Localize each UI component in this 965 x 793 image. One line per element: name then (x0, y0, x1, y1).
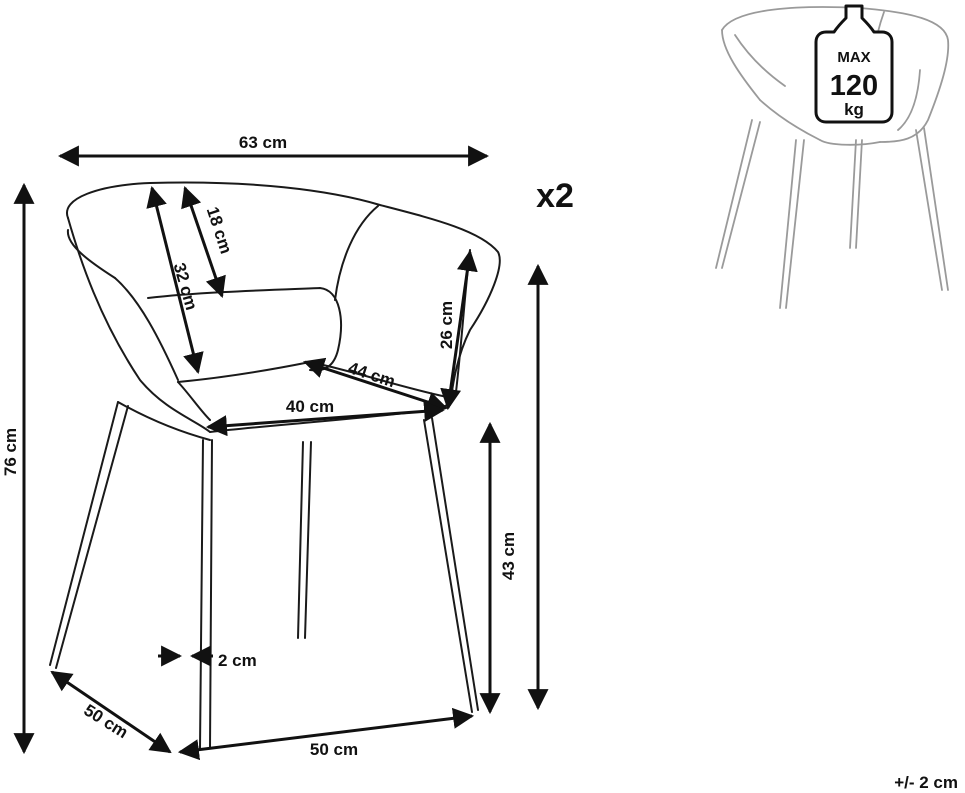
chair-shell-inner-rim (66, 229, 116, 279)
chair-leg-front-left (199, 439, 213, 749)
chair-shell-side (67, 217, 211, 433)
chair-leg-frame-top (117, 401, 211, 441)
arrow-armrest-height (440, 249, 478, 411)
chair-inner-back (114, 277, 179, 381)
label-leg-thickness: 2 cm (218, 651, 257, 670)
weight-line-2: 120 (830, 70, 878, 102)
label-back-height: 32 cm (170, 261, 202, 313)
chair-back-cushion (147, 287, 342, 372)
chair-shell-outline (65, 181, 501, 406)
chair-seat-cushion (177, 361, 453, 399)
chair-drawing (49, 181, 501, 749)
weight-line-1: MAX (837, 49, 870, 66)
arrow-base-depth (50, 670, 172, 754)
label-seat-width: 40 cm (286, 397, 334, 416)
arrow-back-height (146, 185, 204, 375)
dimension-arrows (13, 145, 549, 761)
chair-back-seam (334, 205, 379, 301)
label-back-inner-height: 18 cm (203, 204, 236, 256)
weight-line-3: kg (844, 100, 864, 119)
label-seat-depth: 44 cm (346, 358, 398, 391)
arrow-seat-depth (303, 357, 448, 413)
tolerance-note: +/- 2 cm (894, 773, 958, 792)
arrow-seat-width (205, 400, 446, 437)
label-seat-height: 43 cm (499, 532, 518, 580)
thumbnail-chair (715, 6, 950, 309)
quantity-label: x2 (536, 177, 574, 215)
label-armrest-height: 26 cm (437, 301, 456, 349)
chair-leg-back-right (297, 441, 312, 639)
label-width-top: 63 cm (239, 133, 287, 152)
label-total-height: 76 cm (1, 428, 20, 476)
chair-leg-back-left (49, 401, 129, 669)
label-base-width: 50 cm (310, 740, 358, 759)
arrow-base-width (177, 707, 475, 761)
dimension-labels: 63 cm 76 cm 18 cm 32 cm 26 cm 43 cm 44 c… (1, 133, 518, 759)
weight-icon: MAX 120 kg (814, 4, 894, 124)
chair-leg-front-right (423, 417, 479, 713)
